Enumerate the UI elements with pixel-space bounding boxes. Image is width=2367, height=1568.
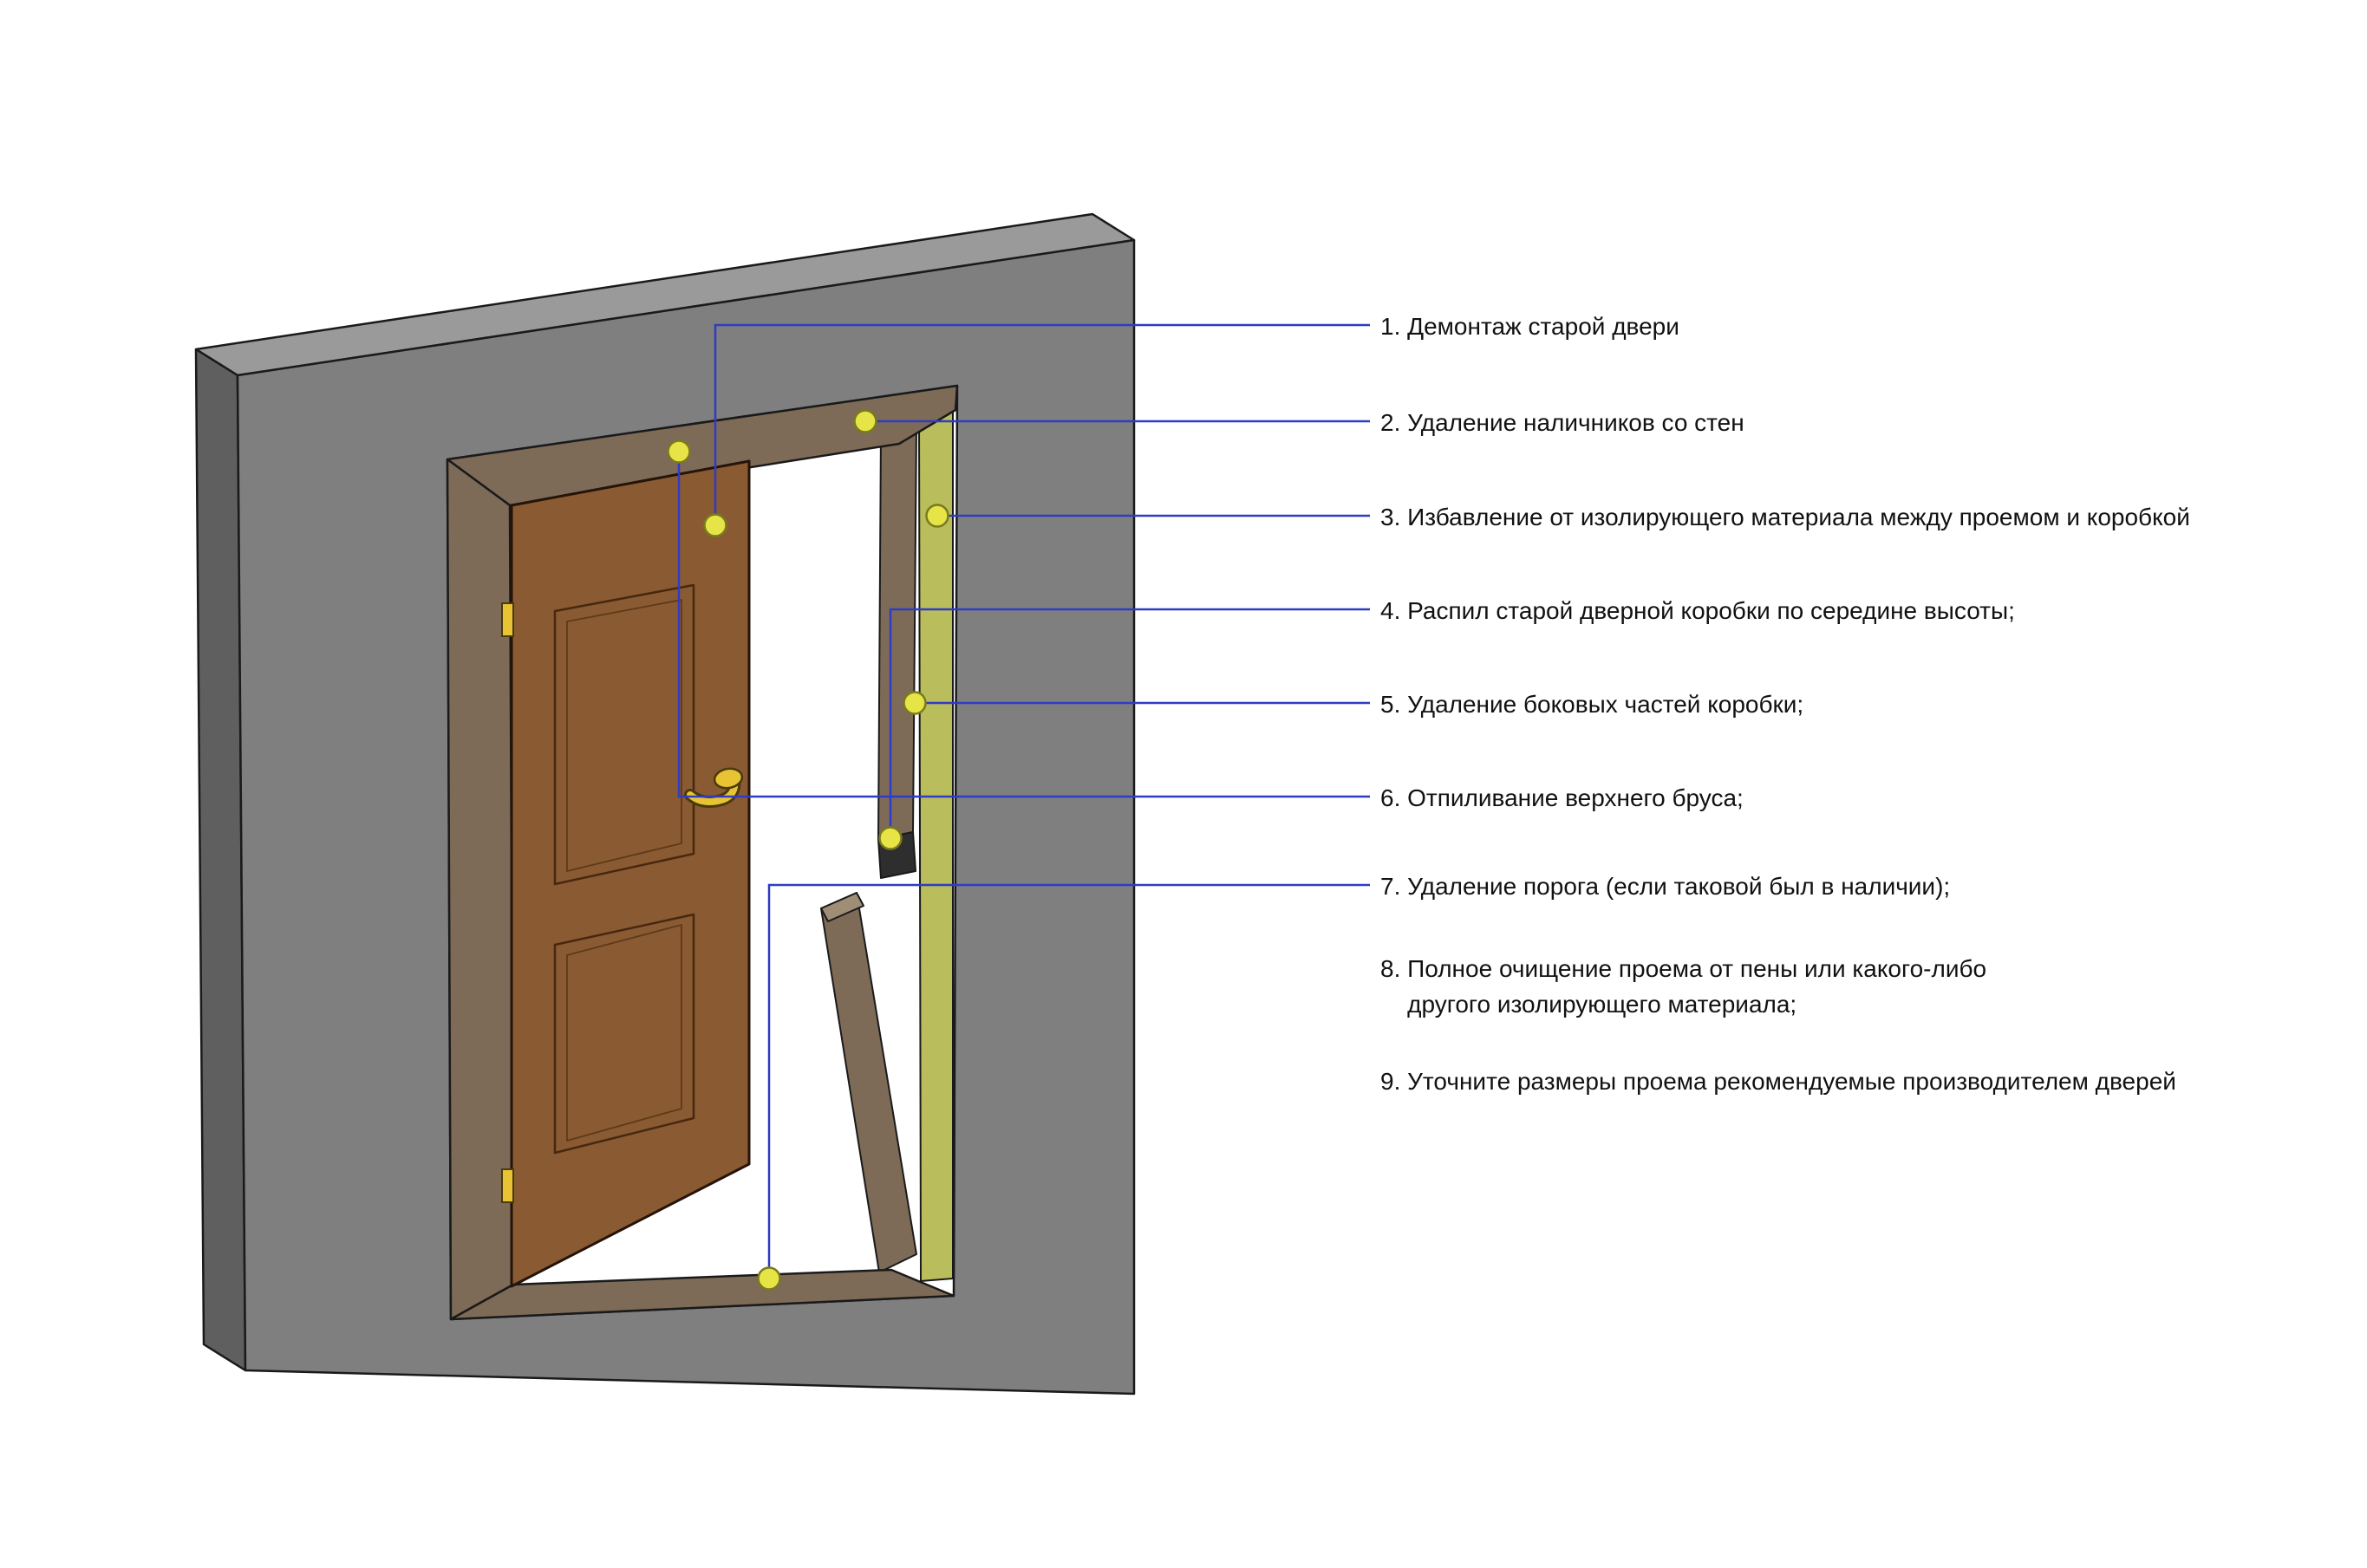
- leader-line-6: [677, 452, 1370, 798]
- frame-side-upper-plank: [877, 425, 917, 879]
- callout-dot-7: [757, 1266, 781, 1291]
- callout-dot-2: [853, 409, 877, 433]
- door-handle: [684, 767, 744, 808]
- leader-line-4: [889, 608, 1370, 838]
- door-hinge-top: [501, 602, 514, 637]
- callout-dot-3: [925, 504, 949, 528]
- callout-dot-1: [703, 513, 727, 537]
- door-leaf: [501, 459, 751, 1288]
- callout-dot-6: [667, 439, 691, 464]
- frame-side-lower-plank-leaning: [820, 892, 917, 1273]
- door-hinge-bottom: [501, 1168, 514, 1203]
- callout-markers: [667, 409, 949, 1291]
- leader-line-7: [767, 883, 1370, 1278]
- leader-line-1: [714, 323, 1370, 525]
- door-upper-panel: [553, 583, 695, 886]
- callout-dot-5: [903, 691, 927, 715]
- leader-lines: [677, 323, 1370, 1278]
- callout-dot-4: [878, 826, 903, 850]
- plank-cut-top-face: [820, 892, 864, 922]
- insulation-strip: [918, 400, 954, 1282]
- door-frame: [446, 384, 959, 1321]
- wall: [194, 212, 1136, 1396]
- door-lower-panel: [553, 913, 695, 1155]
